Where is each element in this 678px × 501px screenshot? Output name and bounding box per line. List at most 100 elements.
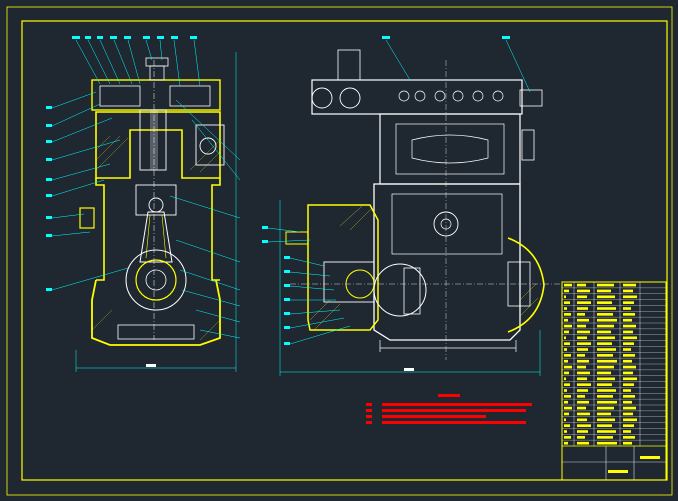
table-cell-text-mark bbox=[623, 295, 637, 299]
table-cell-text-mark bbox=[564, 313, 571, 316]
right-leader-lines-left-view bbox=[169, 99, 241, 339]
table-cell-text-mark bbox=[577, 330, 590, 334]
table-cell-text-mark bbox=[623, 395, 635, 398]
table-cell-text-mark bbox=[564, 424, 570, 427]
table-cell-text-mark bbox=[564, 295, 566, 299]
table-cell-text-mark bbox=[597, 348, 616, 351]
table-cell-text-mark bbox=[597, 365, 614, 369]
table-cell-text-mark bbox=[577, 283, 586, 287]
table-cell-text-mark bbox=[577, 318, 589, 322]
table-cell-text-mark bbox=[564, 400, 568, 404]
table-cell-text-mark bbox=[564, 412, 569, 416]
table-cell-text-mark bbox=[597, 354, 613, 357]
inner-frame bbox=[21, 20, 668, 481]
table-cell-text-mark bbox=[623, 283, 636, 287]
table-cell-text-mark bbox=[577, 289, 590, 293]
table-cell-text-mark bbox=[623, 336, 637, 340]
table-cell-text-mark bbox=[564, 301, 570, 304]
table-cell-text-mark bbox=[597, 412, 611, 416]
table-cell-text-mark bbox=[623, 441, 632, 445]
table-cell-text-mark bbox=[577, 418, 587, 422]
table-cell-text-mark bbox=[623, 301, 634, 304]
table-cell-text-mark bbox=[564, 342, 570, 345]
table-cell-text-mark bbox=[564, 289, 569, 293]
table-cell-text-mark bbox=[597, 377, 615, 381]
table-cell-text-mark bbox=[577, 436, 585, 439]
table-cell-text-mark bbox=[577, 336, 587, 340]
table-cell-text-mark bbox=[597, 424, 612, 427]
table-cell-text-mark bbox=[623, 330, 633, 334]
table-cell-text-mark bbox=[577, 359, 589, 363]
table-cell-text-mark bbox=[577, 301, 591, 304]
table-cell-text-mark bbox=[597, 342, 612, 345]
table-cell-text-mark bbox=[597, 389, 616, 392]
table-cell-text-mark bbox=[623, 406, 636, 410]
table-cell-text-mark bbox=[597, 383, 612, 386]
table-cell-text-mark bbox=[564, 359, 568, 363]
table-cell-text-mark bbox=[564, 406, 572, 410]
table-cell-text-mark bbox=[577, 406, 586, 410]
table-cell-text-mark bbox=[597, 436, 613, 439]
table-cell-text-mark bbox=[623, 307, 631, 310]
table-cell-text-mark bbox=[623, 418, 637, 422]
table-cell-text-mark bbox=[577, 348, 588, 351]
table-cell-text-mark bbox=[597, 318, 617, 322]
table-cell-text-mark bbox=[623, 324, 636, 328]
table-cell-text-mark bbox=[597, 430, 616, 433]
table-cell-text-mark bbox=[597, 301, 612, 304]
table-cell-text-mark bbox=[564, 283, 572, 287]
table-cell-text-mark bbox=[597, 441, 617, 445]
table-cell-text-mark bbox=[577, 430, 588, 433]
table-cell-text-mark bbox=[577, 383, 591, 386]
side-view-leader-lines bbox=[267, 39, 531, 345]
table-cell-text-mark bbox=[597, 359, 617, 363]
table-cell-text-mark bbox=[577, 412, 590, 416]
table-cell-text-mark bbox=[597, 371, 611, 375]
table-cell-text-mark bbox=[623, 383, 634, 386]
table-cell-text-mark bbox=[564, 418, 566, 422]
side-view bbox=[279, 49, 560, 376]
table-cell-text-mark bbox=[623, 348, 631, 351]
table-cell-text-mark bbox=[577, 354, 585, 357]
table-cell-text-mark bbox=[564, 389, 567, 392]
table-cell-text-mark bbox=[597, 289, 611, 293]
table-cell-text-mark bbox=[564, 436, 571, 439]
table-cell-text-mark bbox=[577, 342, 591, 345]
table-cell-text-mark bbox=[597, 313, 613, 316]
table-cell-text-mark bbox=[577, 295, 587, 299]
table-cell-text-mark bbox=[577, 365, 586, 369]
table-cell-text-mark bbox=[577, 400, 589, 404]
table-cell-text-mark bbox=[577, 313, 585, 316]
table-cell-text-mark bbox=[597, 336, 615, 340]
table-cell-text-mark bbox=[623, 359, 632, 363]
table-cell-text-mark bbox=[564, 307, 567, 310]
table-cell-text-mark bbox=[597, 283, 614, 287]
table-cell-text-mark bbox=[577, 307, 588, 310]
front-section-view bbox=[75, 52, 237, 372]
left-leader-tags bbox=[46, 36, 197, 291]
table-cell-text-mark bbox=[623, 313, 635, 316]
table-cell-text-mark bbox=[577, 371, 590, 375]
table-cell-text-mark bbox=[577, 389, 588, 392]
table-cell-text-mark bbox=[597, 307, 616, 310]
table-cell-text-mark bbox=[564, 383, 570, 386]
table-cell-text-mark bbox=[597, 324, 614, 328]
table-cell-text-mark bbox=[597, 295, 615, 299]
table-cell-text-mark bbox=[623, 436, 635, 439]
table-cell-text-mark bbox=[564, 430, 567, 433]
table-cell-text-mark bbox=[564, 336, 566, 340]
table-cell-text-mark bbox=[564, 371, 569, 375]
table-cell-text-mark bbox=[564, 395, 571, 398]
table-cell-text-mark bbox=[577, 395, 585, 398]
table-cell-text-mark bbox=[564, 354, 571, 357]
table-cell-text-mark bbox=[597, 418, 615, 422]
table-cell-text-mark bbox=[623, 412, 633, 416]
table-cell-text-mark bbox=[577, 424, 591, 427]
table-cell-text-mark bbox=[564, 324, 572, 328]
table-cell-text-mark bbox=[597, 406, 614, 410]
table-cell-text-mark bbox=[623, 365, 636, 369]
table-cell-text-mark bbox=[623, 371, 633, 375]
table-cell-text-mark bbox=[623, 354, 635, 357]
